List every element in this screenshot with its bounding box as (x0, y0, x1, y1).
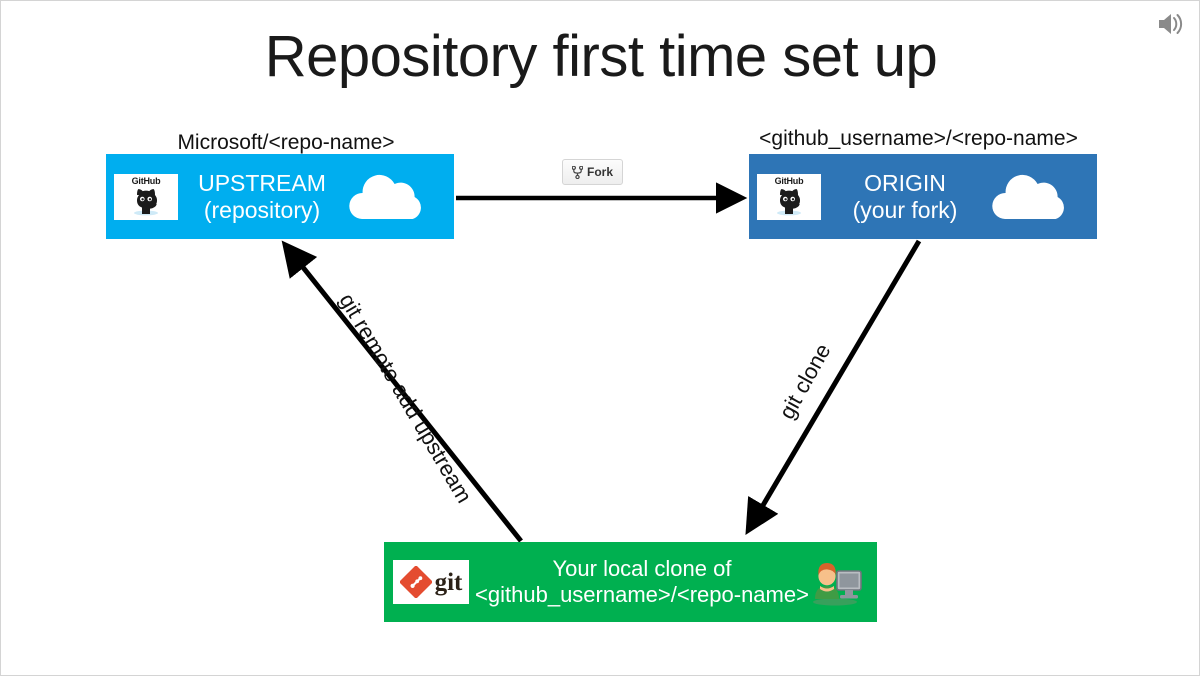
git-wordmark: git (434, 568, 463, 596)
github-wordmark: GitHub (774, 176, 804, 186)
upstream-node[interactable]: GitHub UPSTREAM (repository) (106, 154, 454, 239)
speaker-icon[interactable] (1153, 9, 1187, 39)
github-wordmark: GitHub (131, 176, 161, 186)
fork-button-label: Fork (586, 165, 613, 179)
repo-forked-icon (571, 165, 583, 179)
local-clone-label-line1: Your local clone of (552, 556, 732, 581)
upstream-caption: Microsoft/<repo-name> (177, 131, 395, 154)
origin-caption: <github_username>/<repo-name> (759, 127, 1078, 150)
fork-button[interactable]: Fork (562, 159, 623, 185)
page-title: Repository first time set up (264, 24, 938, 89)
local-clone-label: Your local clone of <github_username>/<r… (469, 556, 809, 608)
github-octocat-logo: GitHub (757, 173, 821, 220)
git-logo: git (393, 560, 469, 604)
origin-label: ORIGIN (your fork) (821, 170, 983, 224)
cloud-icon (349, 174, 421, 219)
origin-node[interactable]: GitHub ORIGIN (your fork) (749, 154, 1097, 239)
edge-label-git-clone: git clone (774, 339, 836, 424)
upstream-label-line1: UPSTREAM (198, 169, 326, 196)
edge-label-remote-add-upstream: git remote add upstream (334, 289, 478, 508)
origin-label-line2: (your fork) (852, 196, 958, 223)
github-octocat-logo: GitHub (114, 173, 178, 220)
local-clone-label-line2: <github_username>/<repo-name> (475, 582, 809, 607)
cloud-icon (992, 174, 1064, 219)
upstream-label-line2: (repository) (203, 196, 321, 223)
upstream-label: UPSTREAM (repository) (178, 170, 340, 224)
local-clone-node[interactable]: git Your local clone of <github_username… (384, 542, 877, 622)
origin-label-line1: ORIGIN (864, 169, 946, 196)
user-at-computer-icon (813, 563, 862, 606)
